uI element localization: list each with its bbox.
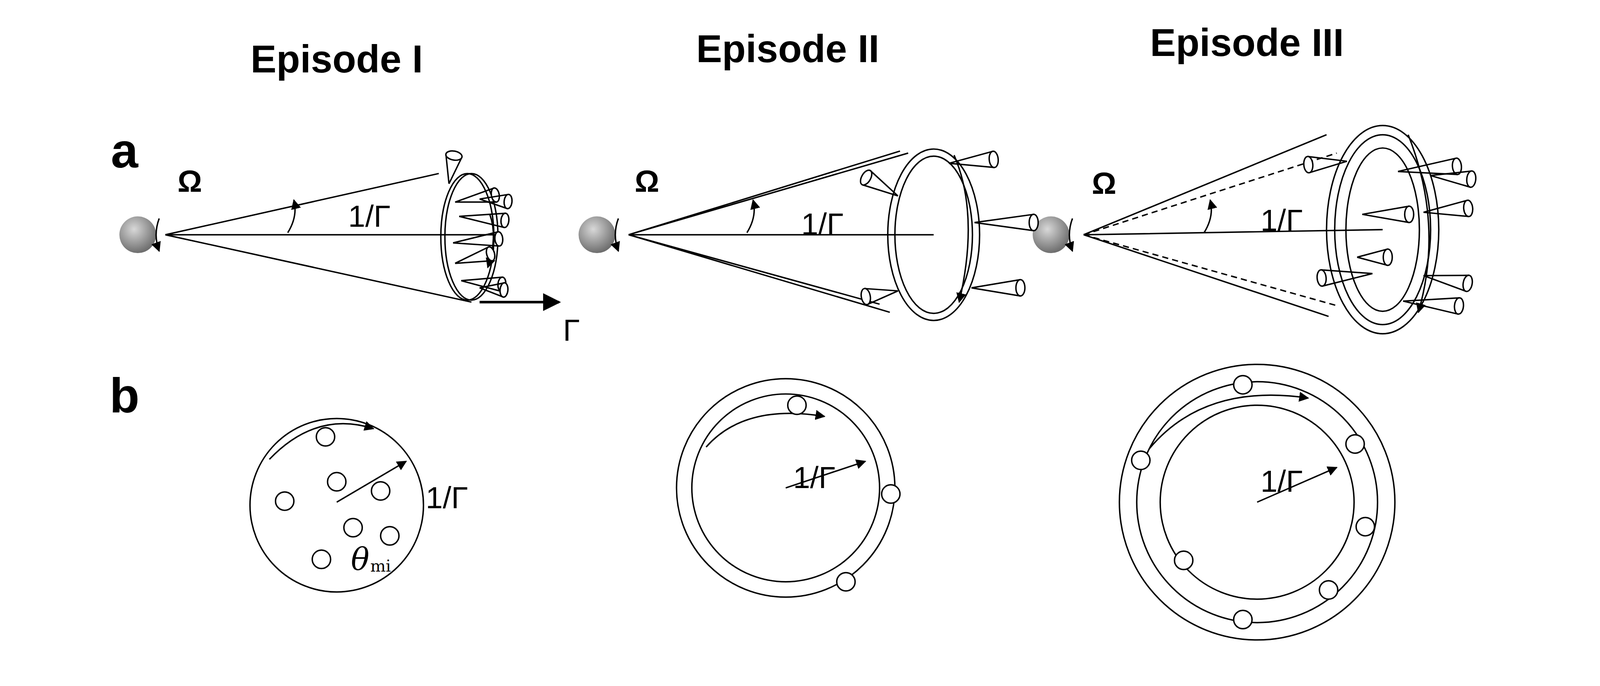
- symbol-label: Ω: [177, 166, 203, 197]
- symbol-label: 1/Γ: [1260, 466, 1303, 497]
- episode-title: Episode III: [1149, 23, 1344, 63]
- panel-letter: b: [109, 371, 140, 421]
- symbol-label: 1/Γ: [348, 201, 391, 232]
- symbol-label: θ: [350, 543, 370, 575]
- symbol-label: Ω: [634, 166, 660, 197]
- symbol-label: 1/Γ: [793, 462, 836, 493]
- episode-title: Episode II: [696, 29, 880, 69]
- symbol-label: Γ: [562, 315, 580, 346]
- symbol-label: Ω: [1091, 168, 1117, 199]
- panel-letter: a: [110, 126, 138, 176]
- symbol-label: 1/Γ: [801, 208, 844, 240]
- symbol-label: 1/Γ: [1260, 205, 1303, 236]
- symbol-label: mi: [370, 558, 391, 575]
- episode-title: Episode I: [250, 39, 423, 79]
- symbol-label: 1/Γ: [425, 482, 469, 514]
